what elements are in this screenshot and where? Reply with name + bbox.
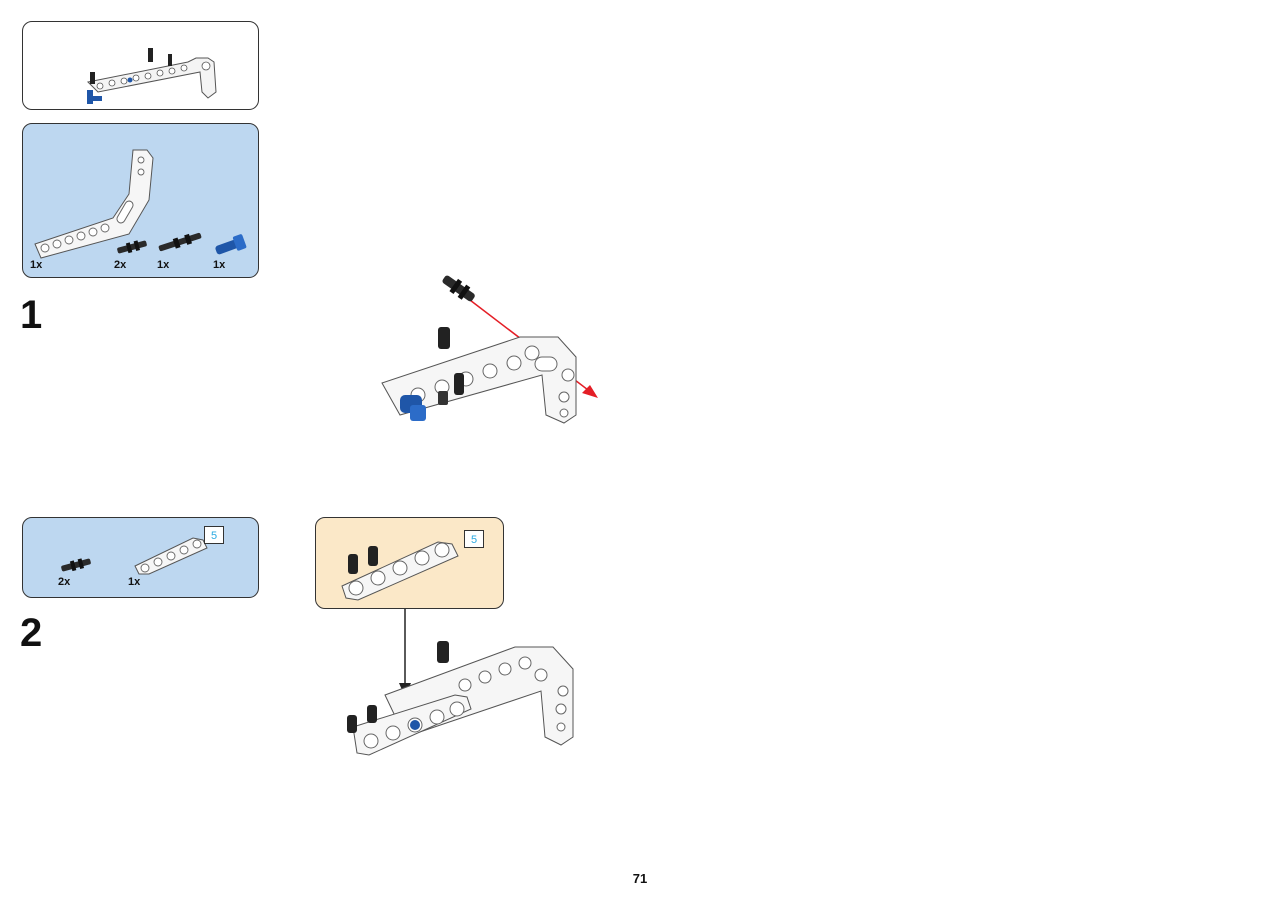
axle-pin-part-icon-2 (61, 558, 91, 572)
blue-pin-part-icon (215, 234, 247, 255)
bent-beam-part-icon (34, 149, 154, 259)
previous-step-panel (22, 21, 259, 110)
sub-assembly-length-label: 5 (464, 530, 484, 548)
blue-pin-qty: 1x (213, 259, 226, 271)
page-number: 71 (632, 871, 648, 886)
axle-pin-qty-2: 2x (58, 576, 71, 588)
parts-list-step-2: 2x 1x 5 (22, 517, 259, 598)
beam-5-qty: 1x (128, 576, 141, 588)
parts-list-step-1: 1x 2x 1x 1x (22, 123, 259, 278)
axle-pin-qty: 2x (114, 259, 127, 271)
long-pin-part-icon (158, 232, 202, 252)
sub-assembly-illustration (341, 541, 459, 601)
sub-assembly-panel: 5 (315, 517, 504, 609)
step-1-number: 1 (20, 293, 43, 337)
step-1-illustration (381, 275, 598, 424)
long-pin-qty: 1x (157, 259, 170, 271)
bent-beam-qty: 1x (30, 259, 43, 271)
step-2-illustration (347, 609, 574, 756)
beam-length-label: 5 (204, 526, 224, 544)
previous-assembly-illustration (86, 48, 217, 104)
step-2-number: 2 (20, 611, 43, 655)
axle-pin-part-icon (117, 240, 147, 254)
beam-5-part-icon (134, 537, 208, 575)
